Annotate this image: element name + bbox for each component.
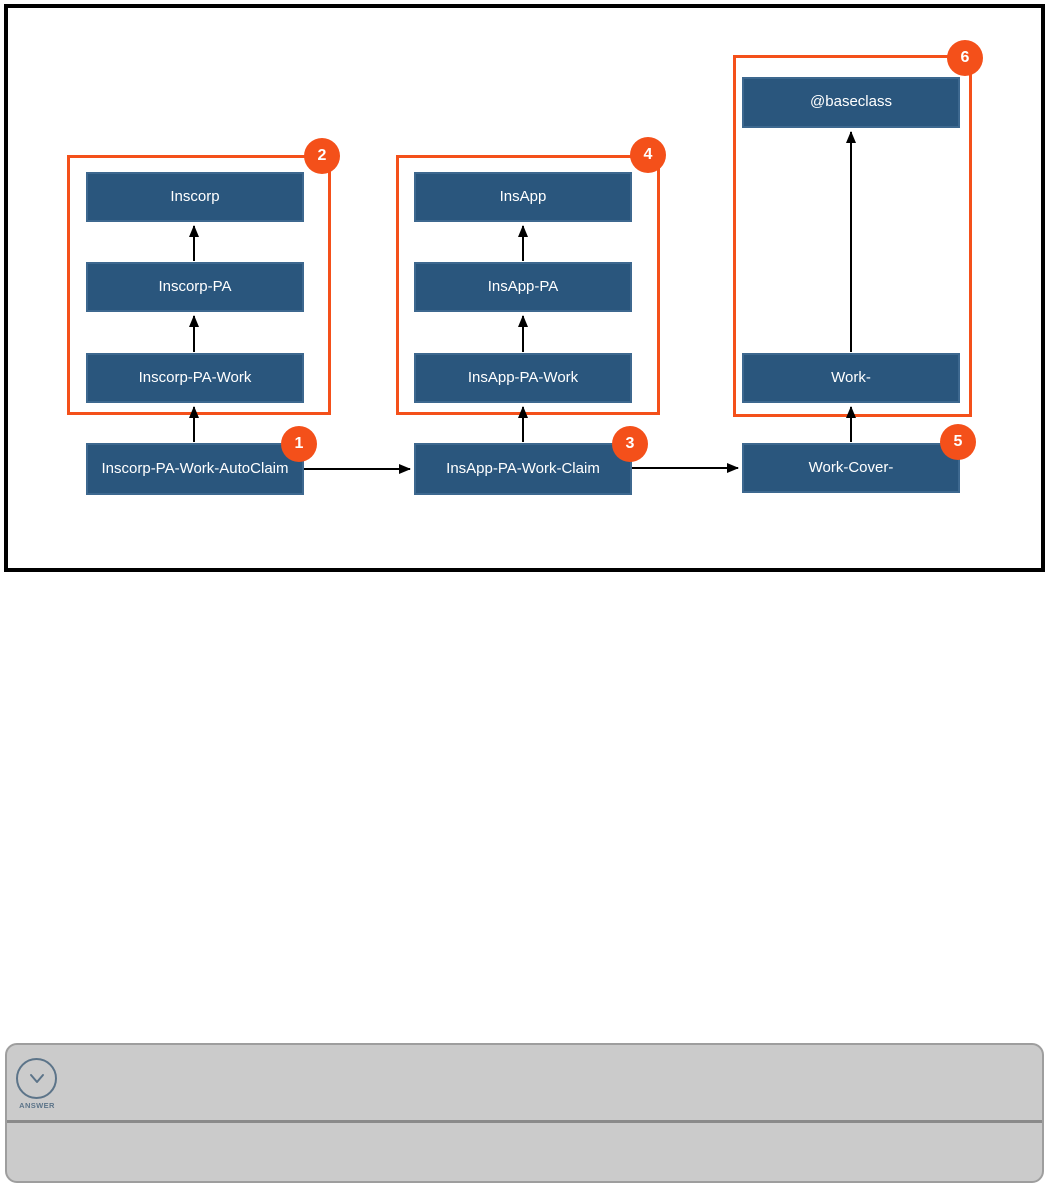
class-node-work: Work- (742, 353, 960, 403)
class-node-inscorp: Inscorp (86, 172, 304, 222)
class-node-inscorp-pa-work-autoclaim: Inscorp-PA-Work-AutoClaim (86, 443, 304, 495)
class-node-insapp-pa-work-claim: InsApp-PA-Work-Claim (414, 443, 632, 495)
class-node-inscorp-pa: Inscorp-PA (86, 262, 304, 312)
step-badge-4: 4 (630, 137, 666, 173)
class-node-work-cover: Work-Cover- (742, 443, 960, 493)
step-badge-3: 3 (612, 426, 648, 462)
step-badge-6: 6 (947, 40, 983, 76)
step-badge-2: 2 (304, 138, 340, 174)
class-node-insapp: InsApp (414, 172, 632, 222)
group-outline-inscorp (67, 155, 331, 415)
class-node-baseclass: @baseclass (742, 77, 960, 128)
group-outline-insapp (396, 155, 660, 415)
answer-label: ANSWER (19, 1101, 55, 1110)
chevron-down-icon (27, 1072, 47, 1086)
class-node-insapp-pa-work: InsApp-PA-Work (414, 353, 632, 403)
answer-panel: ANSWER (5, 1043, 1044, 1183)
answer-content (7, 1123, 1042, 1183)
step-badge-1: 1 (281, 426, 317, 462)
class-node-insapp-pa: InsApp-PA (414, 262, 632, 312)
class-node-inscorp-pa-work: Inscorp-PA-Work (86, 353, 304, 403)
answer-header[interactable]: ANSWER (7, 1045, 1042, 1123)
answer-toggle-button[interactable] (16, 1058, 57, 1099)
step-badge-5: 5 (940, 424, 976, 460)
